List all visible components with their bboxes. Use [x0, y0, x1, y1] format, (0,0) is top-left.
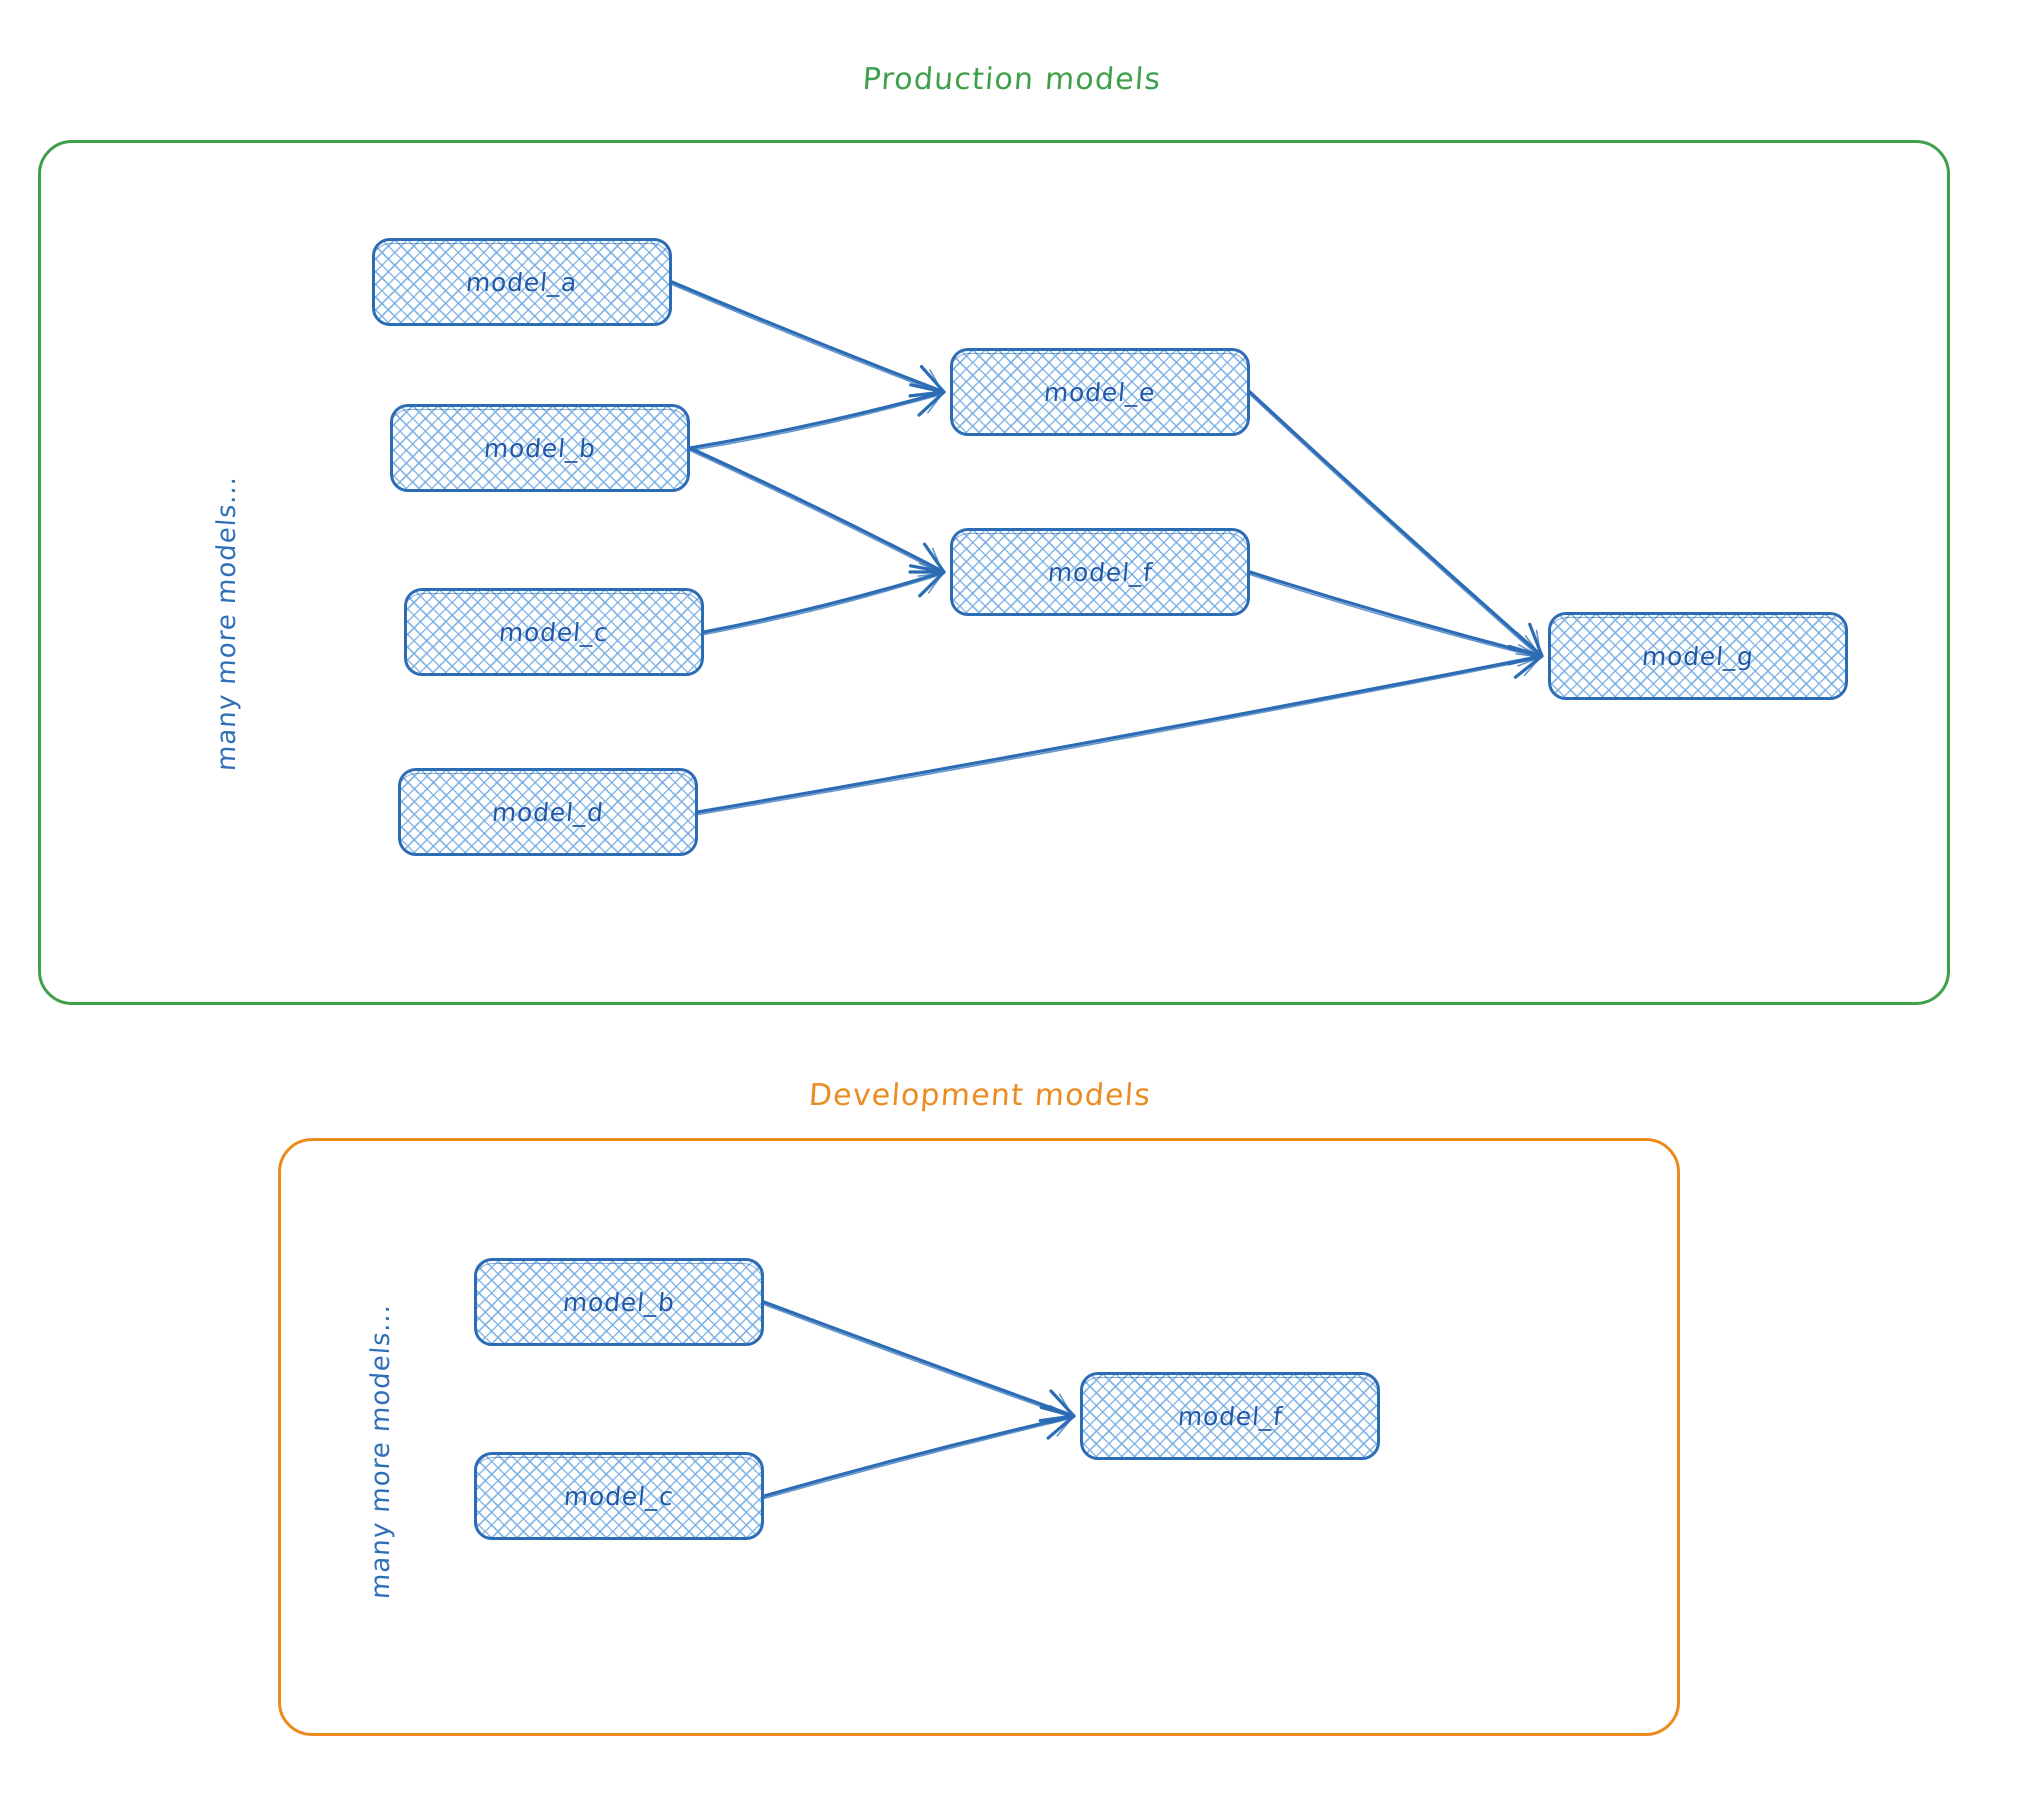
node-label: model_f — [1046, 557, 1154, 587]
production-panel — [38, 140, 1950, 1005]
development-panel — [278, 1138, 1680, 1736]
node-label: model_c — [562, 1481, 676, 1511]
node-model_a[interactable]: model_a — [372, 238, 672, 326]
node-label: model_b — [482, 433, 598, 463]
node-label: model_b — [561, 1287, 677, 1317]
node-label: model_g — [1640, 641, 1756, 671]
node-dev_model_f[interactable]: model_f — [1080, 1372, 1380, 1460]
node-model_b[interactable]: model_b — [390, 404, 690, 492]
node-model_d[interactable]: model_d — [398, 768, 698, 856]
node-dev_model_b[interactable]: model_b — [474, 1258, 764, 1346]
node-model_f[interactable]: model_f — [950, 528, 1250, 616]
node-label: model_c — [497, 617, 611, 647]
node-label: model_e — [1043, 377, 1157, 407]
production-panel-title: Production models — [861, 62, 1163, 97]
development-panel-title: Development models — [807, 1078, 1153, 1113]
node-dev_model_c[interactable]: model_c — [474, 1452, 764, 1540]
node-label: model_d — [490, 797, 606, 827]
node-model_g[interactable]: model_g — [1548, 612, 1848, 700]
node-label: model_f — [1176, 1401, 1284, 1431]
node-label: model_a — [465, 267, 579, 297]
development-many-more-models-note: many more models... — [366, 1302, 396, 1600]
node-model_c[interactable]: model_c — [404, 588, 704, 676]
node-model_e[interactable]: model_e — [950, 348, 1250, 436]
production-many-more-models-note: many more models... — [212, 474, 242, 772]
